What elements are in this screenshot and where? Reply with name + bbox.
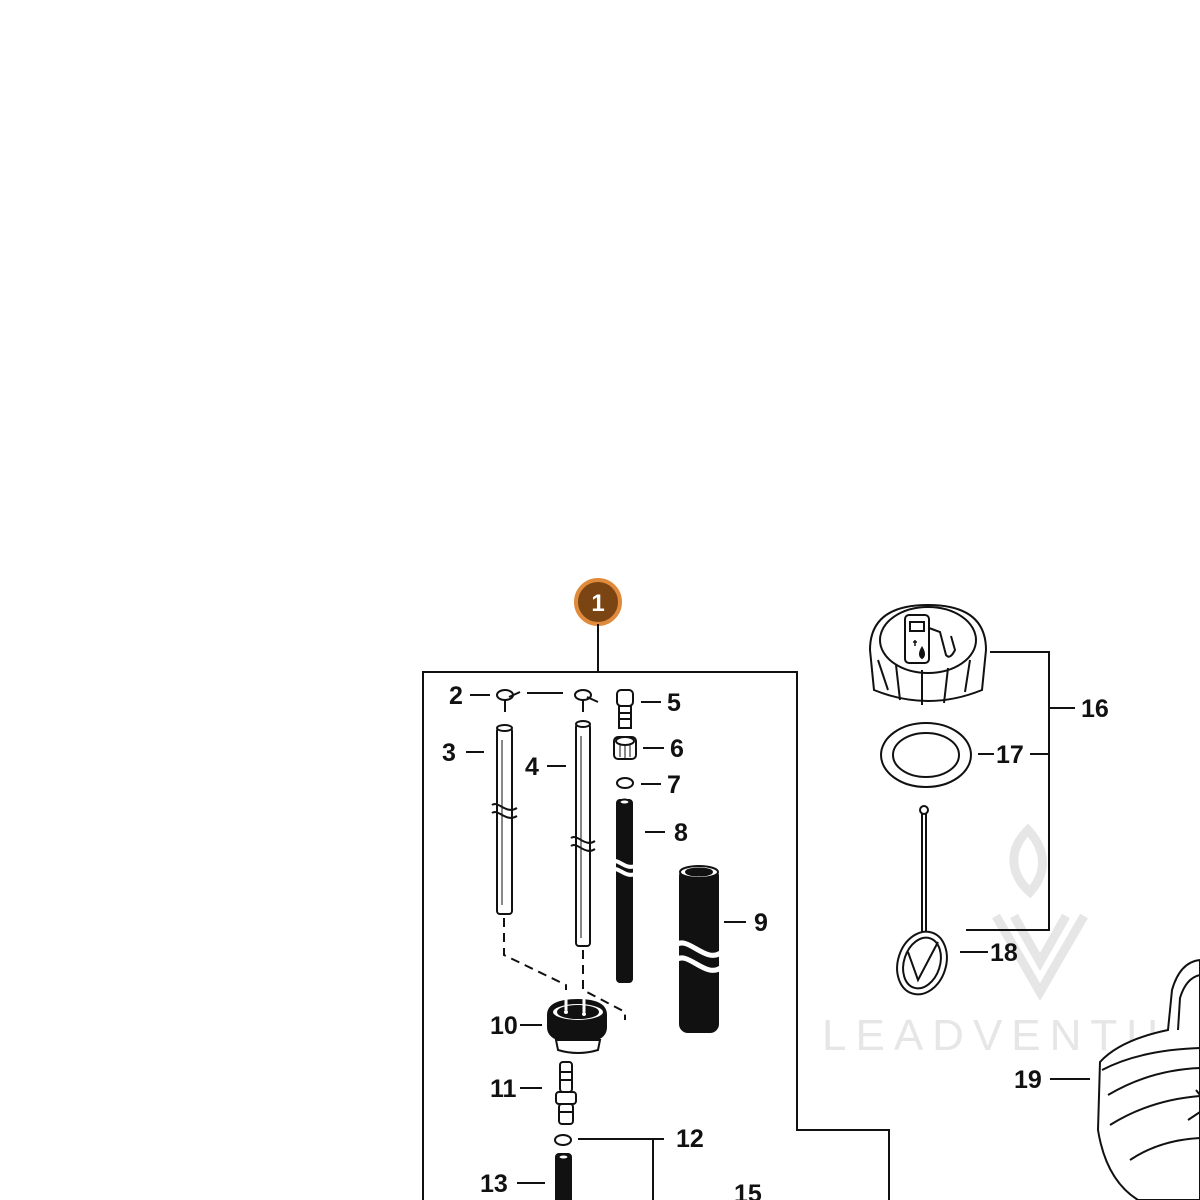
routing-dashes: [503, 918, 626, 1020]
part-label-7[interactable]: 7: [667, 771, 681, 799]
callout-1-number: 1: [591, 590, 604, 617]
part-18-strainer[interactable]: [889, 805, 954, 1001]
part-10-grommet[interactable]: [547, 990, 607, 1054]
part-label-3[interactable]: 3: [442, 739, 456, 767]
part-label-13[interactable]: 13: [480, 1170, 508, 1198]
part-label-19[interactable]: 19: [1014, 1066, 1042, 1094]
part-label-15[interactable]: 15: [734, 1180, 762, 1200]
part-6-cap[interactable]: [613, 736, 637, 760]
part-9-hose[interactable]: [674, 865, 724, 1033]
part-13-hose[interactable]: [555, 1153, 572, 1200]
part-19-fuel-tank[interactable]: [1096, 958, 1200, 1200]
part-2-clips[interactable]: [496, 689, 599, 712]
part-17-gasket[interactable]: [880, 722, 972, 788]
part-label-8[interactable]: 8: [674, 819, 688, 847]
watermark-logo-icon: [992, 823, 1088, 1001]
part-label-2[interactable]: 2: [449, 682, 463, 710]
part-label-16[interactable]: 16: [1081, 695, 1109, 723]
part-16-bracket: [966, 651, 1050, 931]
fuel-pump-icon: [904, 614, 957, 664]
part-4-tube[interactable]: [570, 720, 596, 947]
part-label-11[interactable]: 11: [490, 1075, 517, 1103]
part-5-fitting[interactable]: [616, 689, 634, 729]
part-label-12[interactable]: 12: [676, 1125, 704, 1153]
part-label-9[interactable]: 9: [754, 909, 768, 937]
part-label-4[interactable]: 4: [525, 753, 539, 781]
part-label-10[interactable]: 10: [490, 1012, 518, 1040]
part-8-hose[interactable]: [610, 798, 639, 983]
part-label-18[interactable]: 18: [990, 939, 1018, 967]
part-3-tube[interactable]: [491, 724, 518, 915]
part-7-o-ring[interactable]: [616, 777, 634, 789]
part-label-6[interactable]: 6: [670, 735, 684, 763]
part-11-connector[interactable]: [555, 1061, 577, 1125]
part-16-fuel-cap[interactable]: [868, 603, 988, 705]
callout-1[interactable]: 1: [574, 578, 622, 626]
part-12-o-ring[interactable]: [554, 1134, 572, 1146]
part-label-5[interactable]: 5: [667, 689, 681, 717]
part-label-17[interactable]: 17: [996, 741, 1024, 769]
group-bracket: [422, 671, 890, 1200]
